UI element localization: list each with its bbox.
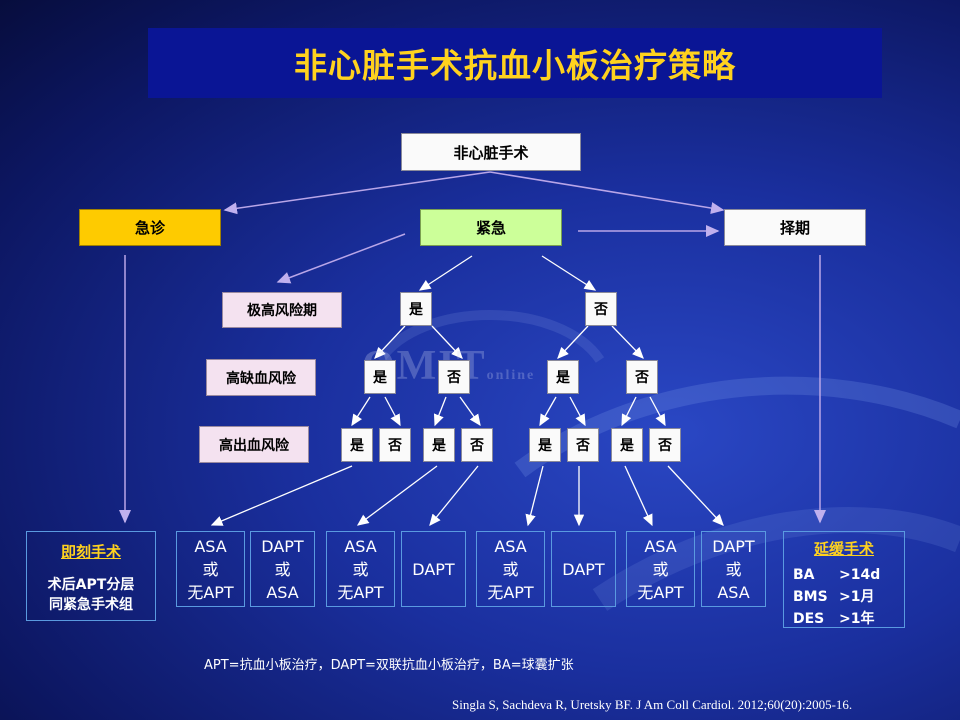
immediate-surgery-line2: 同紧急手术组	[49, 597, 133, 613]
ischemic-yes-2: 是	[547, 360, 579, 394]
elective-box: 择期	[724, 209, 866, 246]
risk-no: 否	[585, 292, 617, 326]
citation: Singla S, Sachdeva R, Uretsky BF. J Am C…	[452, 697, 853, 712]
delayed-surgery-title: 延缓手术	[813, 540, 874, 558]
immediate-surgery-box: 即刻手术 术后APT分层 同紧急手术组	[26, 531, 156, 621]
immediate-surgery-line1: 术后APT分层	[47, 577, 135, 593]
risk-yes: 是	[400, 292, 432, 326]
abbreviation-note: APT=抗血小板治疗，DAPT=双联抗血小板治疗，BA=球囊扩张	[204, 658, 574, 673]
immediate-surgery-title: 即刻手术	[60, 543, 121, 561]
bleeding-no-2: 否	[461, 428, 493, 462]
delay-row-des: DES>1年	[793, 611, 875, 627]
very-high-risk-label: 极高风险期	[222, 292, 342, 328]
high-bleeding-risk-label: 高出血风险	[199, 426, 309, 463]
urgent-box: 紧急	[420, 209, 562, 246]
bleeding-no-1: 否	[379, 428, 411, 462]
noncardiac-surgery-box: 非心脏手术	[401, 133, 581, 171]
ischemic-no-2: 否	[626, 360, 658, 394]
high-ischemic-risk-label: 高缺血风险	[206, 359, 316, 396]
ischemic-no-1: 否	[438, 360, 470, 394]
bleeding-yes-1: 是	[341, 428, 373, 462]
delay-row-bms: BMS>1月	[793, 589, 875, 605]
bleeding-yes-3: 是	[529, 428, 561, 462]
outcome-box-6: DAPT	[551, 531, 616, 607]
bleeding-no-4: 否	[649, 428, 681, 462]
title-banner: 非心脏手术抗血小板治疗策略	[148, 28, 882, 98]
ischemic-yes-1: 是	[364, 360, 396, 394]
bleeding-yes-4: 是	[611, 428, 643, 462]
delay-row-ba: BA>14d	[793, 567, 881, 583]
bleeding-no-3: 否	[567, 428, 599, 462]
page-title: 非心脏手术抗血小板治疗策略	[294, 46, 736, 85]
outcome-box-4: DAPT	[401, 531, 466, 607]
delayed-surgery-box: 延缓手术 BA>14d BMS>1月 DES>1年	[783, 531, 905, 628]
emergency-box: 急诊	[79, 209, 221, 246]
bleeding-yes-2: 是	[423, 428, 455, 462]
